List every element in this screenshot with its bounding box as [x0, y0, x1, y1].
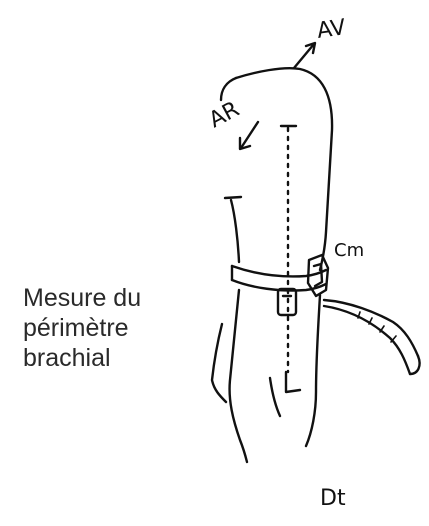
label-av: AV	[315, 15, 347, 44]
tape-strap-tip	[410, 356, 420, 374]
arm-bracket-tick	[225, 197, 241, 198]
label-dt: Dt	[320, 486, 346, 511]
arm-outline-left	[231, 200, 239, 262]
caption-line-1: Mesure du	[23, 283, 183, 313]
forearm-left-crease	[212, 324, 226, 402]
tape-strap-bottom	[324, 306, 410, 374]
caption-line-3: brachial	[23, 343, 183, 373]
forearm-right-outline	[306, 295, 320, 446]
ar-arrow	[241, 122, 258, 148]
measurement-bottom-mark	[286, 372, 300, 392]
caption-line-2: périmètre	[23, 313, 183, 343]
forearm-left-outline	[230, 290, 247, 462]
label-cm: Cm	[334, 240, 364, 261]
arm-outline-right	[236, 68, 332, 270]
shoulder-top-left	[221, 78, 236, 100]
av-arrow	[294, 44, 314, 68]
forearm-inner-line	[270, 378, 280, 416]
label-ar: AR	[205, 97, 244, 133]
diagram-caption: Mesure du périmètre brachial	[23, 283, 183, 373]
tape-band-upper	[232, 266, 326, 276]
